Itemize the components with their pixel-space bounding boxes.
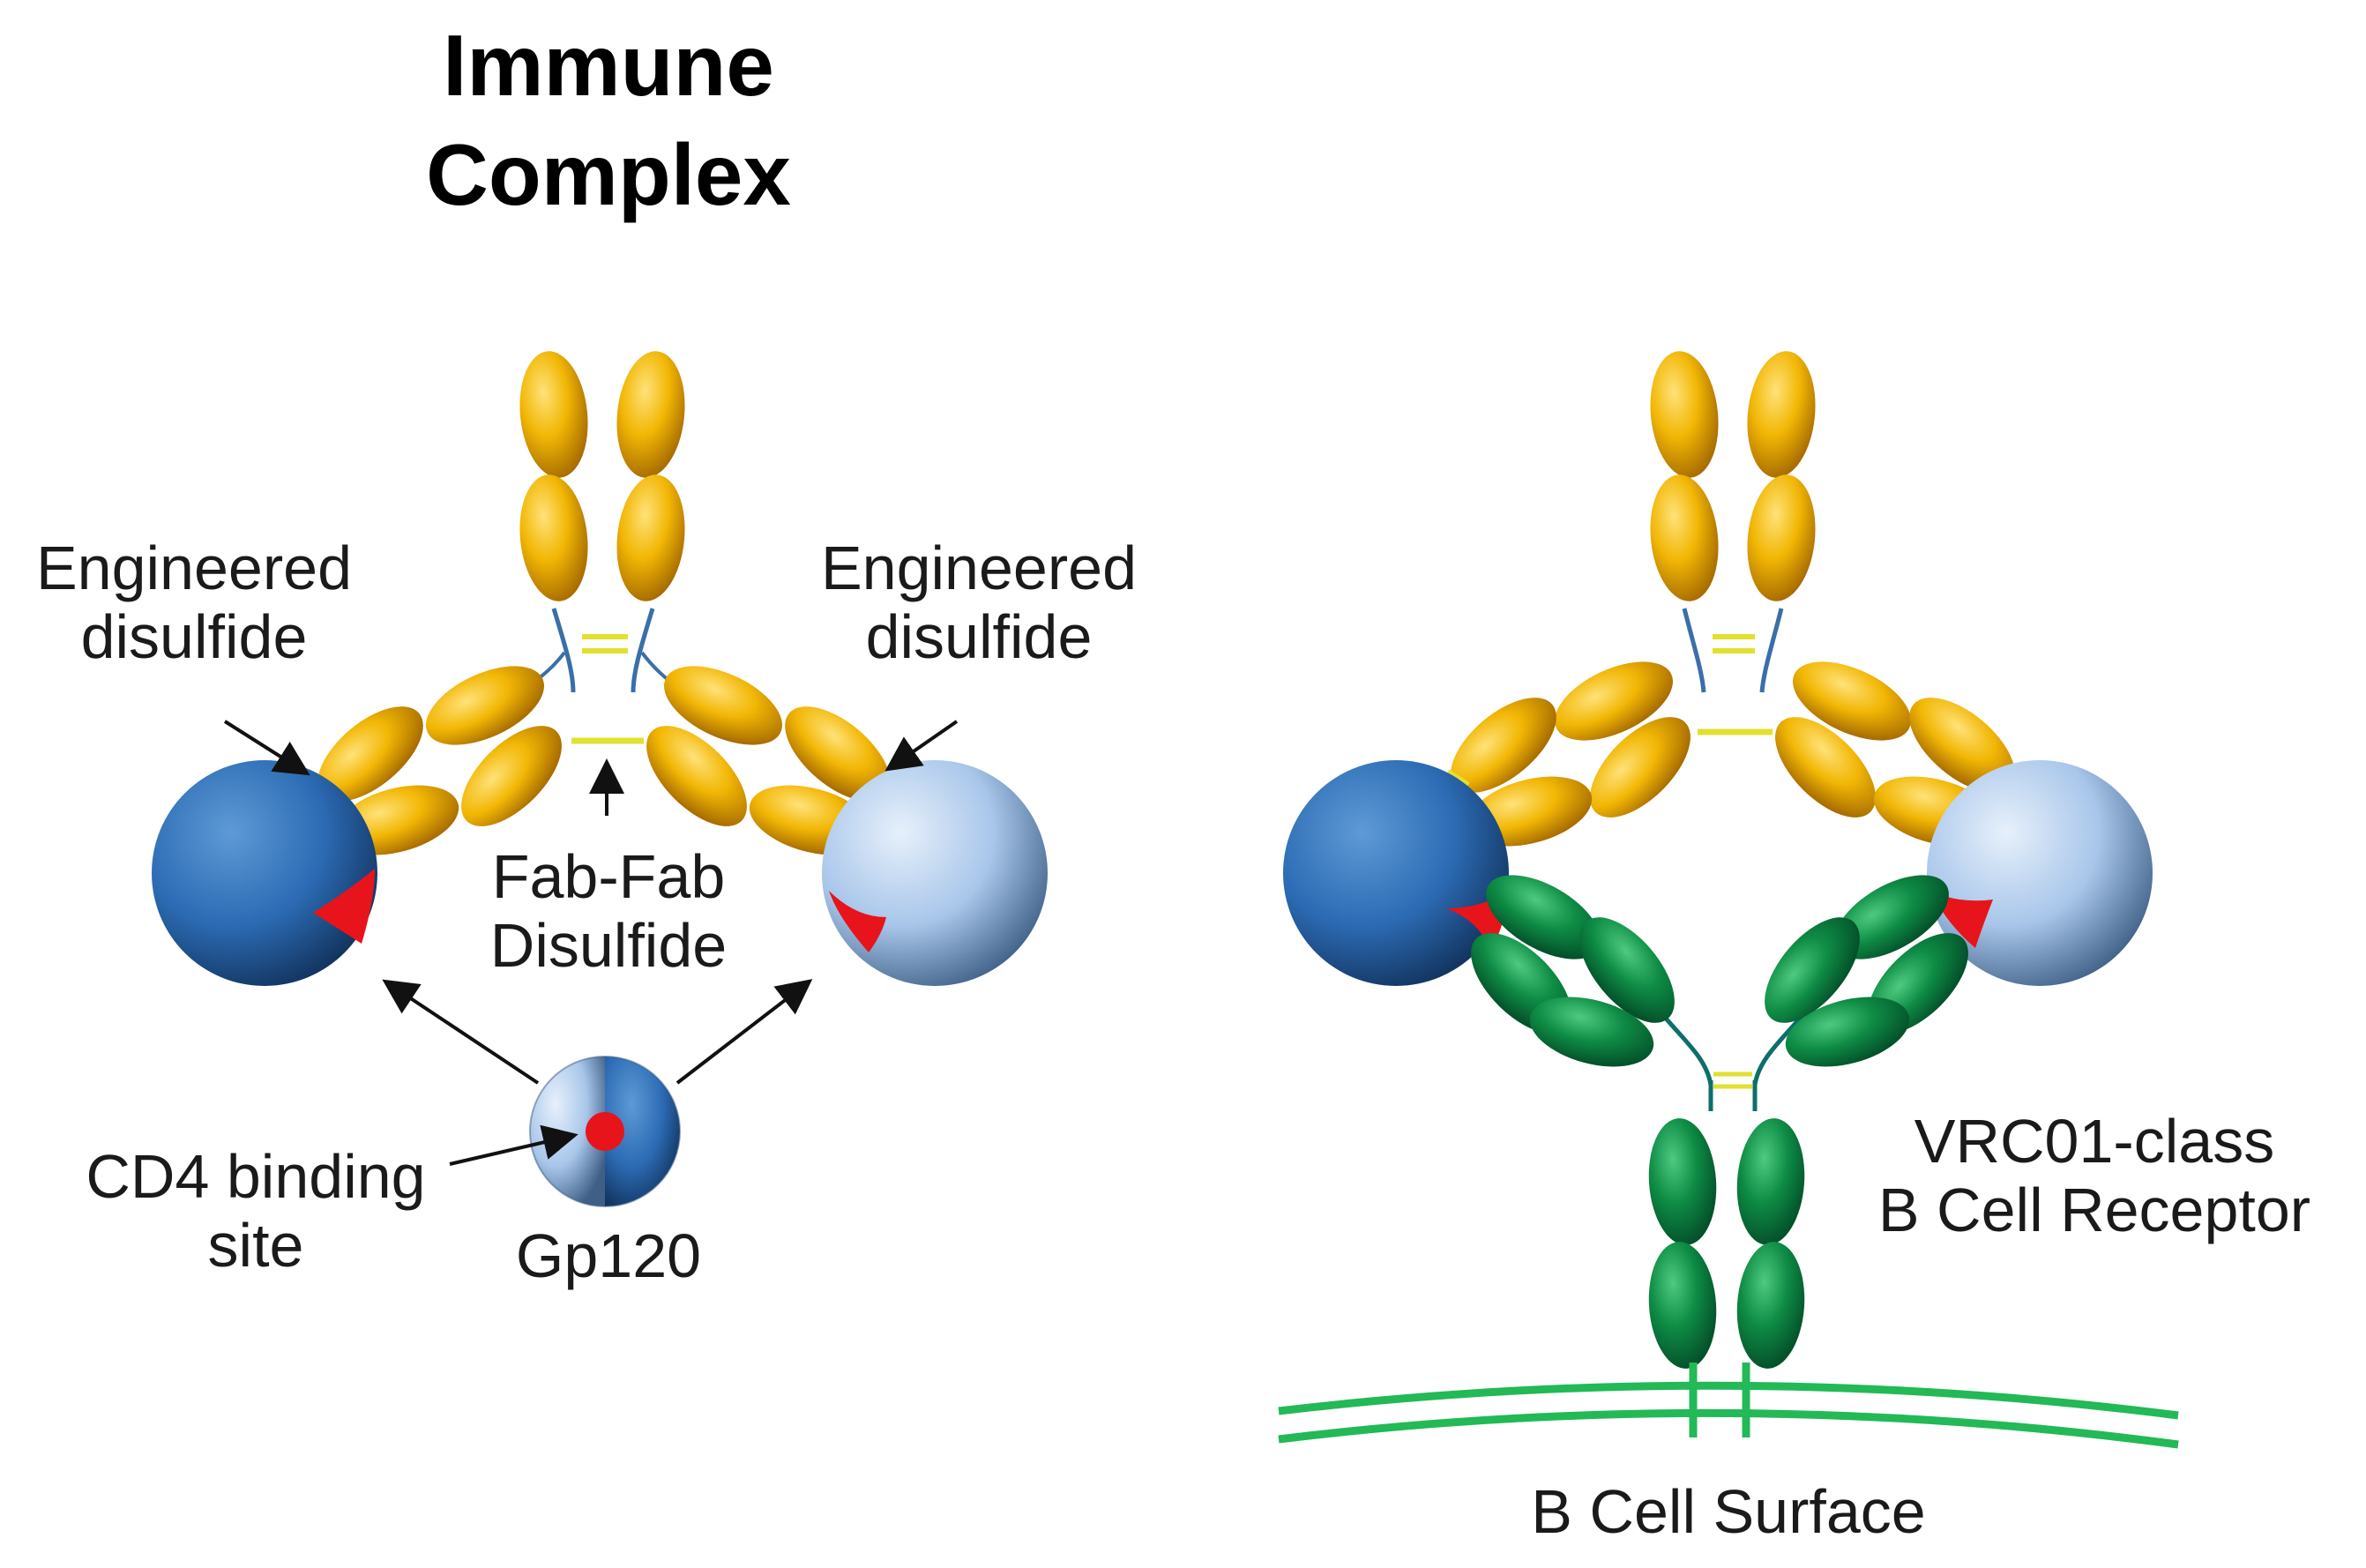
fab-fab-disulfide-label: Fab-Fab Disulfide — [489, 842, 728, 981]
title-line-1: Immune — [443, 17, 774, 114]
engineered-disulfide-right-label: Engineered disulfide — [820, 534, 1138, 672]
gp120-right-sphere — [822, 760, 1048, 986]
gp120-left-sphere — [152, 760, 377, 986]
annotation-arrows — [223, 720, 959, 1166]
gp120-small-sphere — [529, 1056, 681, 1207]
engineered-disulfide-left-label: Engineered disulfide — [35, 534, 353, 672]
bcr-complex-antibody — [1446, 351, 2017, 847]
b-cell-membrane-icon — [1278, 1381, 2179, 1449]
title: Immune Complex — [344, 17, 873, 224]
b-cell-surface-label: B Cell Surface — [1531, 1477, 1926, 1546]
vrc01-bcr-label: VRC01-class B Cell Receptor — [1877, 1107, 2311, 1245]
cd4-binding-site-label: CD4 binding site — [86, 1142, 426, 1281]
title-line-2: Complex — [426, 125, 791, 223]
gp120-bcr-right-sphere — [1927, 760, 2153, 986]
bcr-green-antibody — [1471, 875, 1968, 1437]
gp120-label: Gp120 — [515, 1221, 702, 1290]
immune-complex-antibody — [316, 351, 893, 855]
cd4-binding-site-dot — [586, 1112, 624, 1151]
